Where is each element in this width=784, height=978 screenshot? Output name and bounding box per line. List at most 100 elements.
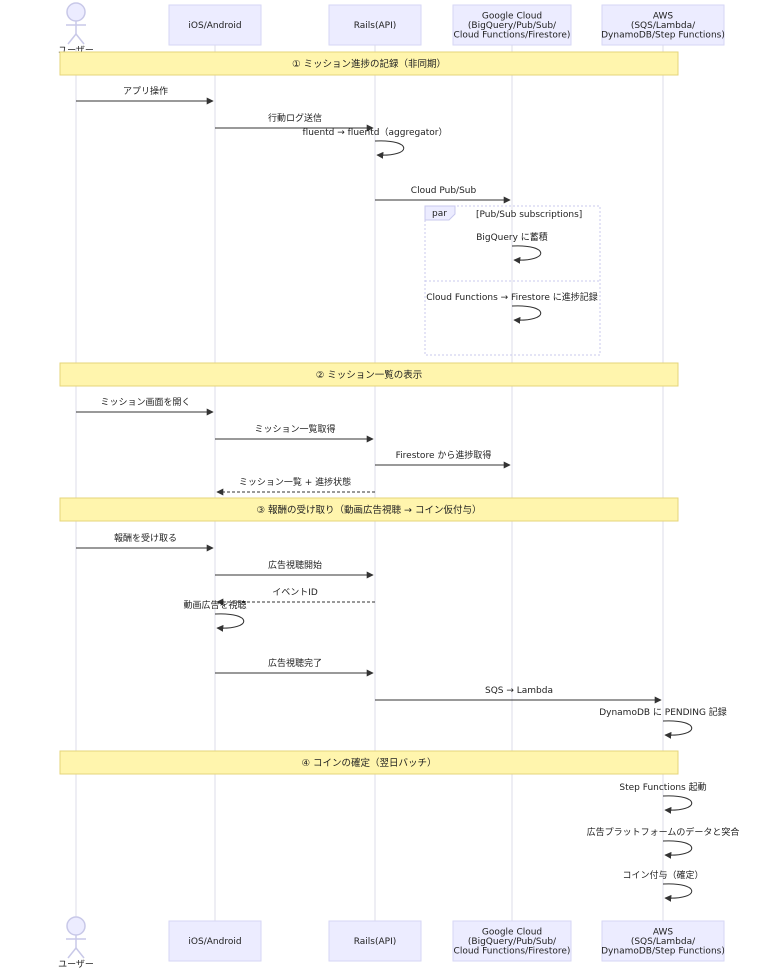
message-1: アプリ操作 — [76, 85, 214, 105]
message-11: 報酬を受け取る — [76, 532, 214, 552]
message-label: fluentd → fluentd（aggregator） — [303, 127, 448, 138]
message-label: BigQuery に蓄積 — [476, 231, 548, 243]
message-label: 広告視聴開始 — [268, 559, 322, 571]
section-note-box — [59, 51, 679, 76]
message-arrow — [214, 613, 245, 632]
message-4: Cloud Pub/Sub — [375, 186, 511, 204]
message-17: DynamoDB に PENDING 記録 — [599, 706, 727, 739]
actor-label: ユーザー — [58, 959, 94, 970]
actor-box — [452, 920, 572, 962]
message-label: ミッション画面を開く — [100, 397, 190, 408]
actor-aws-top: AWS(SQS/Lambda/DynamoDB/Step Functions) — [601, 4, 725, 46]
section-note-1: ① ミッション進捗の記録（非同期） — [59, 51, 679, 76]
message-label: 広告視聴完了 — [268, 657, 322, 669]
actor-head — [66, 916, 86, 936]
actor-label-line: Google Cloud — [482, 928, 542, 938]
message-18: Step Functions 起動 — [619, 782, 707, 814]
message-label: ミッション一覧取得 — [254, 423, 335, 435]
actor-user-bottom: ユーザー — [58, 916, 94, 970]
section-note-3: ③ 報酬の受け取り（動画広告視聴 → コイン仮付与） — [59, 497, 679, 522]
message-6: Cloud Functions → Firestore に進捗記録 — [426, 291, 598, 324]
actor-label-line: (BigQuery/Pub/Sub/ — [468, 937, 557, 947]
actor-box — [601, 920, 725, 962]
message-arrow — [511, 245, 542, 264]
actor-label-line: AWS — [653, 12, 674, 22]
message-13: イベントID — [216, 588, 375, 606]
section-note-2: ② ミッション一覧の表示 — [59, 362, 679, 387]
message-label: コイン付与（確定） — [622, 869, 703, 881]
message-label: Cloud Pub/Sub — [411, 186, 477, 196]
par-tab — [424, 205, 456, 221]
message-5: BigQuery に蓄積 — [476, 231, 548, 264]
actor-gcp-bottom: Google Cloud(BigQuery/Pub/Sub/Cloud Func… — [452, 920, 572, 962]
actor-label-line: DynamoDB/Step Functions) — [601, 947, 725, 957]
message-8: ミッション一覧取得 — [215, 423, 374, 443]
actor-label-line: iOS/Android — [188, 21, 241, 31]
section-note-box — [59, 362, 679, 387]
actor-box — [328, 4, 422, 46]
actor-gcp-top: Google Cloud(BigQuery/Pub/Sub/Cloud Func… — [452, 4, 572, 46]
message-label: Firestore から進捗取得 — [396, 449, 492, 461]
actor-head — [66, 2, 86, 22]
message-label: アプリ操作 — [123, 85, 168, 97]
par-label: [Pub/Sub subscriptions] — [476, 210, 582, 220]
section-note-4: ④ コインの確定（翌日バッチ） — [59, 750, 679, 775]
section-note-text: ④ コインの確定（翌日バッチ） — [301, 757, 436, 769]
message-9: Firestore から進捗取得 — [375, 449, 511, 469]
message-label: Step Functions 起動 — [619, 782, 706, 793]
par-block: par [Pub/Sub subscriptions] — [424, 205, 601, 356]
message-20: コイン付与（確定） — [622, 869, 704, 902]
actor-leg-right — [75, 947, 85, 959]
message-label: Cloud Functions → Firestore に進捗記録 — [426, 291, 598, 303]
actor-box — [168, 920, 262, 962]
actor-app-bottom: iOS/Android — [168, 920, 262, 962]
section-note-text: ③ 報酬の受け取り（動画広告視聴 → コイン仮付与） — [256, 504, 481, 516]
actor-rails-top: Rails(API) — [328, 4, 422, 46]
section-note-text: ② ミッション一覧の表示 — [316, 369, 423, 381]
actor-user-top: ユーザー — [58, 2, 94, 56]
actor-label-line: AWS — [653, 928, 674, 938]
actor-label: ユーザー — [58, 45, 94, 56]
actor-leg-left — [67, 33, 77, 45]
actor-rails-bottom: Rails(API) — [328, 920, 422, 962]
message-3: fluentd → fluentd（aggregator） — [303, 127, 448, 159]
message-label: 報酬を受け取る — [114, 532, 177, 544]
section-note-box — [59, 497, 679, 522]
actor-box — [328, 920, 422, 962]
message-2: 行動ログ送信 — [215, 112, 374, 132]
actor-box — [168, 4, 262, 46]
actor-label-line: Google Cloud — [482, 12, 542, 22]
message-7: ミッション画面を開く — [76, 397, 214, 416]
actor-label-line: Rails(API) — [354, 21, 397, 31]
message-label: 行動ログ送信 — [268, 112, 322, 124]
message-label: 広告プラットフォームのデータと突合 — [587, 826, 740, 838]
actor-leg-left — [67, 947, 77, 959]
actor-label-line: (BigQuery/Pub/Sub/ — [468, 21, 557, 31]
section-note-box — [59, 750, 679, 775]
actor-label-line: Cloud Functions/Firestore) — [454, 947, 571, 957]
actor-label-line: DynamoDB/Step Functions) — [601, 31, 725, 41]
message-10: ミッション一覧 + 進捗状態 — [216, 476, 375, 496]
actor-leg-right — [75, 33, 85, 45]
message-label: イベントID — [272, 588, 318, 598]
message-arrow — [662, 720, 693, 739]
message-label: DynamoDB に PENDING 記録 — [599, 706, 727, 718]
actor-label-line: Rails(API) — [354, 937, 397, 947]
par-keyword: par — [432, 209, 447, 219]
message-12: 広告視聴開始 — [215, 559, 374, 579]
message-14: 動画広告を視聴 — [183, 599, 247, 632]
message-arrow — [662, 883, 693, 902]
actor-label-line: (SQS/Lambda/ — [631, 937, 696, 947]
message-label: SQS → Lambda — [485, 686, 553, 696]
message-label: 動画広告を視聴 — [183, 599, 246, 611]
actor-aws-bottom: AWS(SQS/Lambda/DynamoDB/Step Functions) — [601, 920, 725, 962]
message-arrow — [374, 140, 405, 159]
message-arrow — [662, 840, 693, 859]
message-label: ミッション一覧 + 進捗状態 — [239, 476, 351, 488]
actor-label-line: (SQS/Lambda/ — [631, 21, 696, 31]
actor-app-top: iOS/Android — [168, 4, 262, 46]
message-arrow — [662, 795, 693, 814]
actor-box — [601, 4, 725, 46]
actor-label-line: Cloud Functions/Firestore) — [454, 31, 571, 41]
